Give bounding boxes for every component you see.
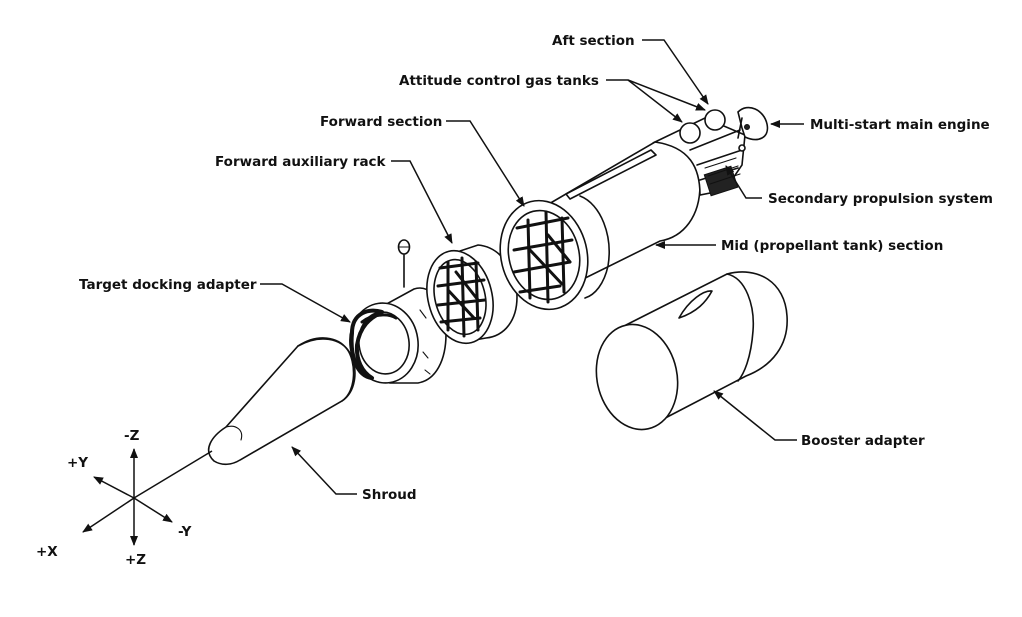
axis-label-neg-y: -Y	[178, 524, 192, 540]
axis-label-neg-z: -Z	[124, 428, 140, 444]
axis-label-pos-y: +Y	[67, 455, 88, 471]
label-secondary-propulsion-system: Secondary propulsion system	[768, 191, 993, 207]
label-forward-section: Forward section	[320, 114, 442, 130]
label-aft-section: Aft section	[552, 33, 635, 49]
axis-label-pos-x: +X	[36, 544, 58, 560]
coordinate-axes	[82, 448, 213, 546]
label-shroud: Shroud	[362, 487, 417, 503]
axis-label-pos-z: +Z	[125, 552, 146, 568]
shroud-part	[208, 337, 356, 466]
label-forward-auxiliary-rack: Forward auxiliary rack	[215, 154, 387, 170]
aft-section-part	[652, 106, 769, 197]
booster-adapter-part	[595, 271, 788, 431]
label-multi-start-main-engine: Multi-start main engine	[810, 117, 990, 133]
label-target-docking-adapter: Target docking adapter	[79, 277, 257, 293]
forward-and-mid-section-part	[499, 140, 701, 311]
label-mid-propellant-tank-section: Mid (propellant tank) section	[721, 238, 943, 254]
target-docking-adapter-part	[349, 239, 447, 384]
leader-lines	[260, 39, 804, 495]
label-booster-adapter: Booster adapter	[801, 433, 925, 449]
label-attitude-control-gas-tanks: Attitude control gas tanks	[399, 73, 599, 89]
forward-auxiliary-rack-part	[426, 244, 518, 345]
